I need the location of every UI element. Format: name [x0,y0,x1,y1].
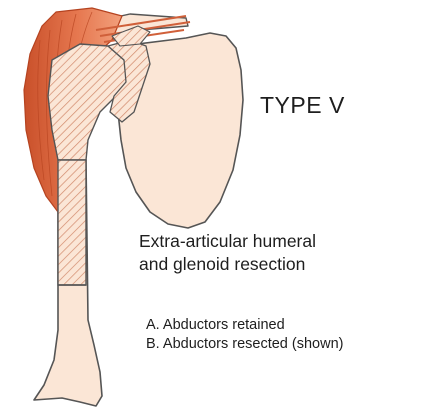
resected-proximal-shaft [58,160,86,285]
note-abductors-resected: B. Abductors resected (shown) [146,337,343,352]
resection-description-line-2: and glenoid resection [139,256,305,274]
type-label: TYPE V [260,94,345,117]
note-abductors-retained: A. Abductors retained [146,318,285,333]
resection-description-line-1: Extra-articular humeral [139,233,316,251]
